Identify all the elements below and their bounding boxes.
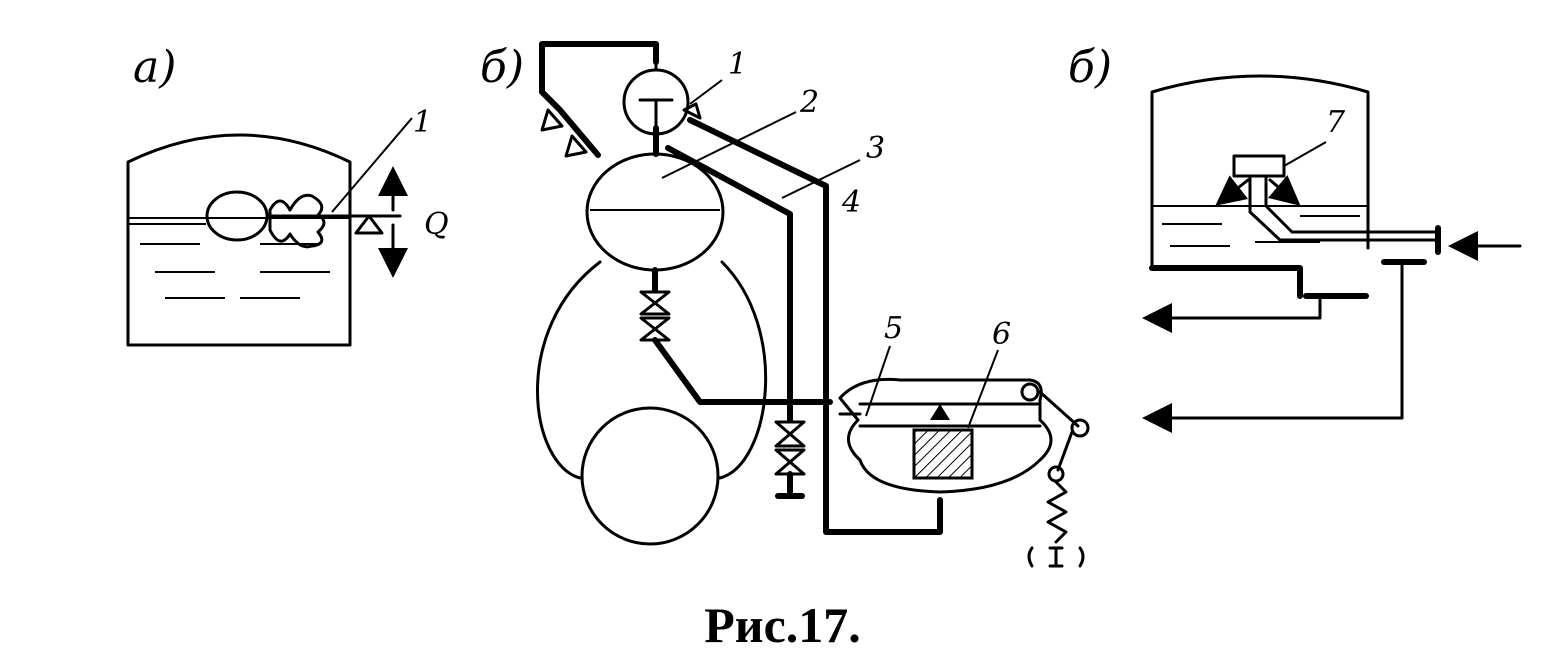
- distributor-nozzle: [1232, 154, 1286, 178]
- callout-leader: [781, 159, 861, 199]
- push-rod: [930, 404, 950, 420]
- circulation-loop: [536, 260, 602, 480]
- callout-leader: [331, 117, 413, 213]
- differential-housing: [838, 377, 1053, 494]
- output-lever: [1038, 390, 1080, 428]
- lever-fulcrum: [354, 214, 384, 235]
- spring: [1046, 480, 1068, 544]
- impulse-line-4: [687, 117, 943, 535]
- callout-leader: [661, 111, 797, 179]
- valve-icon: [774, 448, 806, 476]
- level-vessel-tube: [638, 98, 674, 130]
- panel-c-feedwater-drum: б) 7: [1068, 42, 1522, 433]
- water-dashes: [1162, 215, 1360, 247]
- valve-icon: [774, 420, 806, 448]
- drum-outline: [1150, 74, 1370, 270]
- panel-b-regulator-scheme: б): [480, 41, 1090, 568]
- valve-icon: [639, 316, 671, 342]
- spray-arrow-icon: [1267, 175, 1301, 206]
- valve-icon: [639, 290, 671, 316]
- upper-drum: [585, 152, 725, 272]
- spray-arrow-icon: [1215, 175, 1250, 206]
- figure-caption: Рис.17.: [704, 597, 861, 653]
- panel-a-drum-float: a) 1 Q: [126, 42, 449, 347]
- panel-b-label: б): [480, 42, 524, 93]
- callout-leader: [1283, 141, 1327, 167]
- outlet-pipe: [1148, 260, 1404, 420]
- callout-b-2: 2: [799, 85, 819, 120]
- circulation-loop: [718, 260, 768, 480]
- load-symbol: Q: [424, 207, 449, 242]
- outlet-pipe: [1148, 294, 1322, 320]
- callout-a-1: 1: [413, 105, 432, 140]
- output-lever: [1056, 430, 1074, 472]
- callout-b-3: 3: [866, 131, 885, 166]
- callout-leader: [865, 345, 891, 417]
- lever-pivot: [1020, 382, 1040, 402]
- callout-b-1: 1: [728, 47, 747, 82]
- valve-icon: [540, 108, 564, 132]
- drum-outline: [126, 133, 352, 347]
- panel-a-label: a): [133, 42, 176, 93]
- panel-c-label: б): [1068, 42, 1112, 93]
- float-ball: [205, 190, 269, 242]
- drum-drain-pipe: [652, 337, 833, 405]
- feed-pipe: [1149, 265, 1303, 299]
- weight-block: [912, 428, 974, 480]
- lower-drum: [580, 406, 720, 546]
- impulse-line-3: [665, 145, 793, 423]
- callout-leader: [689, 79, 723, 105]
- callout-b-4: 4: [841, 185, 861, 220]
- valve-icon: [682, 102, 702, 120]
- lever-pivot: [1047, 465, 1065, 483]
- water-dashes: [140, 243, 330, 299]
- callout-b-5: 5: [884, 311, 903, 346]
- lever-pivot: [1070, 418, 1090, 438]
- callout-b-6: 6: [992, 317, 1011, 352]
- callout-leader: [967, 349, 999, 429]
- callout-c-7: 7: [1326, 105, 1346, 140]
- bellows-seal: [268, 193, 326, 249]
- valve-icon: [564, 134, 588, 158]
- spring-anchor: [1027, 546, 1085, 568]
- feed-pipe: [1248, 176, 1440, 242]
- vessel-steam-line: [539, 41, 659, 158]
